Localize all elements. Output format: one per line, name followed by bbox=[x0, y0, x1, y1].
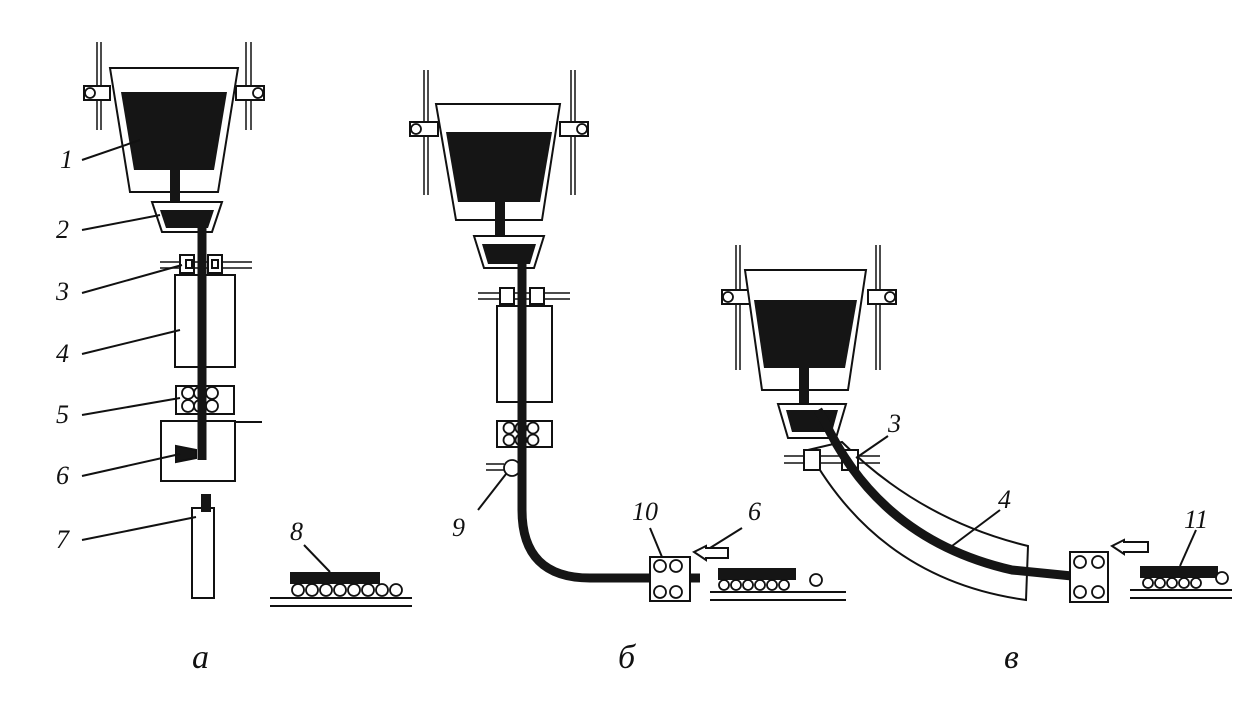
tundish-c bbox=[776, 403, 848, 439]
scheme-a: 1 2 3 4 5 6 7 8 а bbox=[55, 42, 412, 676]
leader-6 bbox=[81, 453, 181, 477]
scheme-c: 3 4 11 в bbox=[721, 245, 1232, 676]
label-1: 1 bbox=[60, 145, 73, 174]
strand-c bbox=[814, 407, 1073, 581]
label-3: 3 bbox=[55, 277, 69, 306]
billet-a bbox=[191, 494, 215, 599]
leader-6b bbox=[709, 527, 743, 549]
cutter-b bbox=[692, 544, 729, 562]
conveyor-b bbox=[710, 568, 846, 601]
label-2: 2 bbox=[56, 215, 69, 244]
leader-5 bbox=[81, 397, 181, 416]
leader-1 bbox=[81, 139, 141, 161]
ladle-supports-b bbox=[409, 70, 589, 195]
leader-3c bbox=[855, 435, 889, 459]
label-8: 8 bbox=[290, 517, 303, 546]
label-5: 5 bbox=[56, 400, 69, 429]
scheme-b: 9 10 6 б bbox=[409, 70, 846, 676]
label-6: 6 bbox=[56, 461, 69, 490]
bending-roll-b bbox=[486, 459, 521, 477]
cutter-a bbox=[160, 420, 262, 482]
caption-c: в bbox=[1004, 639, 1019, 676]
leader-4 bbox=[81, 329, 181, 355]
steel-ladle-b bbox=[434, 103, 562, 238]
conveyor-c bbox=[1130, 566, 1232, 599]
ladle-supports-a bbox=[83, 42, 265, 130]
leader-11 bbox=[1179, 529, 1197, 567]
leader-2 bbox=[81, 214, 161, 231]
label-7: 7 bbox=[56, 525, 70, 554]
label-4: 4 bbox=[56, 339, 69, 368]
leader-7 bbox=[81, 516, 197, 541]
steel-ladle-c bbox=[743, 269, 868, 408]
leader-3 bbox=[81, 264, 183, 294]
label-9: 9 bbox=[452, 513, 465, 542]
steel-ladle-a bbox=[108, 67, 240, 206]
straightening-rolls-c bbox=[1069, 551, 1109, 603]
leader-8 bbox=[303, 544, 331, 573]
leader-9 bbox=[477, 473, 507, 511]
straightening-rolls-b bbox=[649, 556, 691, 602]
label-11: 11 bbox=[1184, 505, 1208, 534]
conveyor-a bbox=[270, 572, 412, 607]
caption-b: б bbox=[618, 639, 637, 676]
label-4c: 4 bbox=[998, 485, 1011, 514]
tundish-b bbox=[472, 235, 546, 269]
tundish-a bbox=[150, 201, 224, 233]
strand-b bbox=[517, 244, 700, 583]
leader-4c bbox=[951, 509, 1001, 547]
label-3c: 3 bbox=[887, 409, 901, 438]
leader-10 bbox=[649, 527, 663, 558]
cutter-c bbox=[1110, 538, 1149, 556]
caption-a: а bbox=[192, 639, 209, 676]
label-10: 10 bbox=[632, 497, 658, 526]
label-6b: 6 bbox=[748, 497, 761, 526]
